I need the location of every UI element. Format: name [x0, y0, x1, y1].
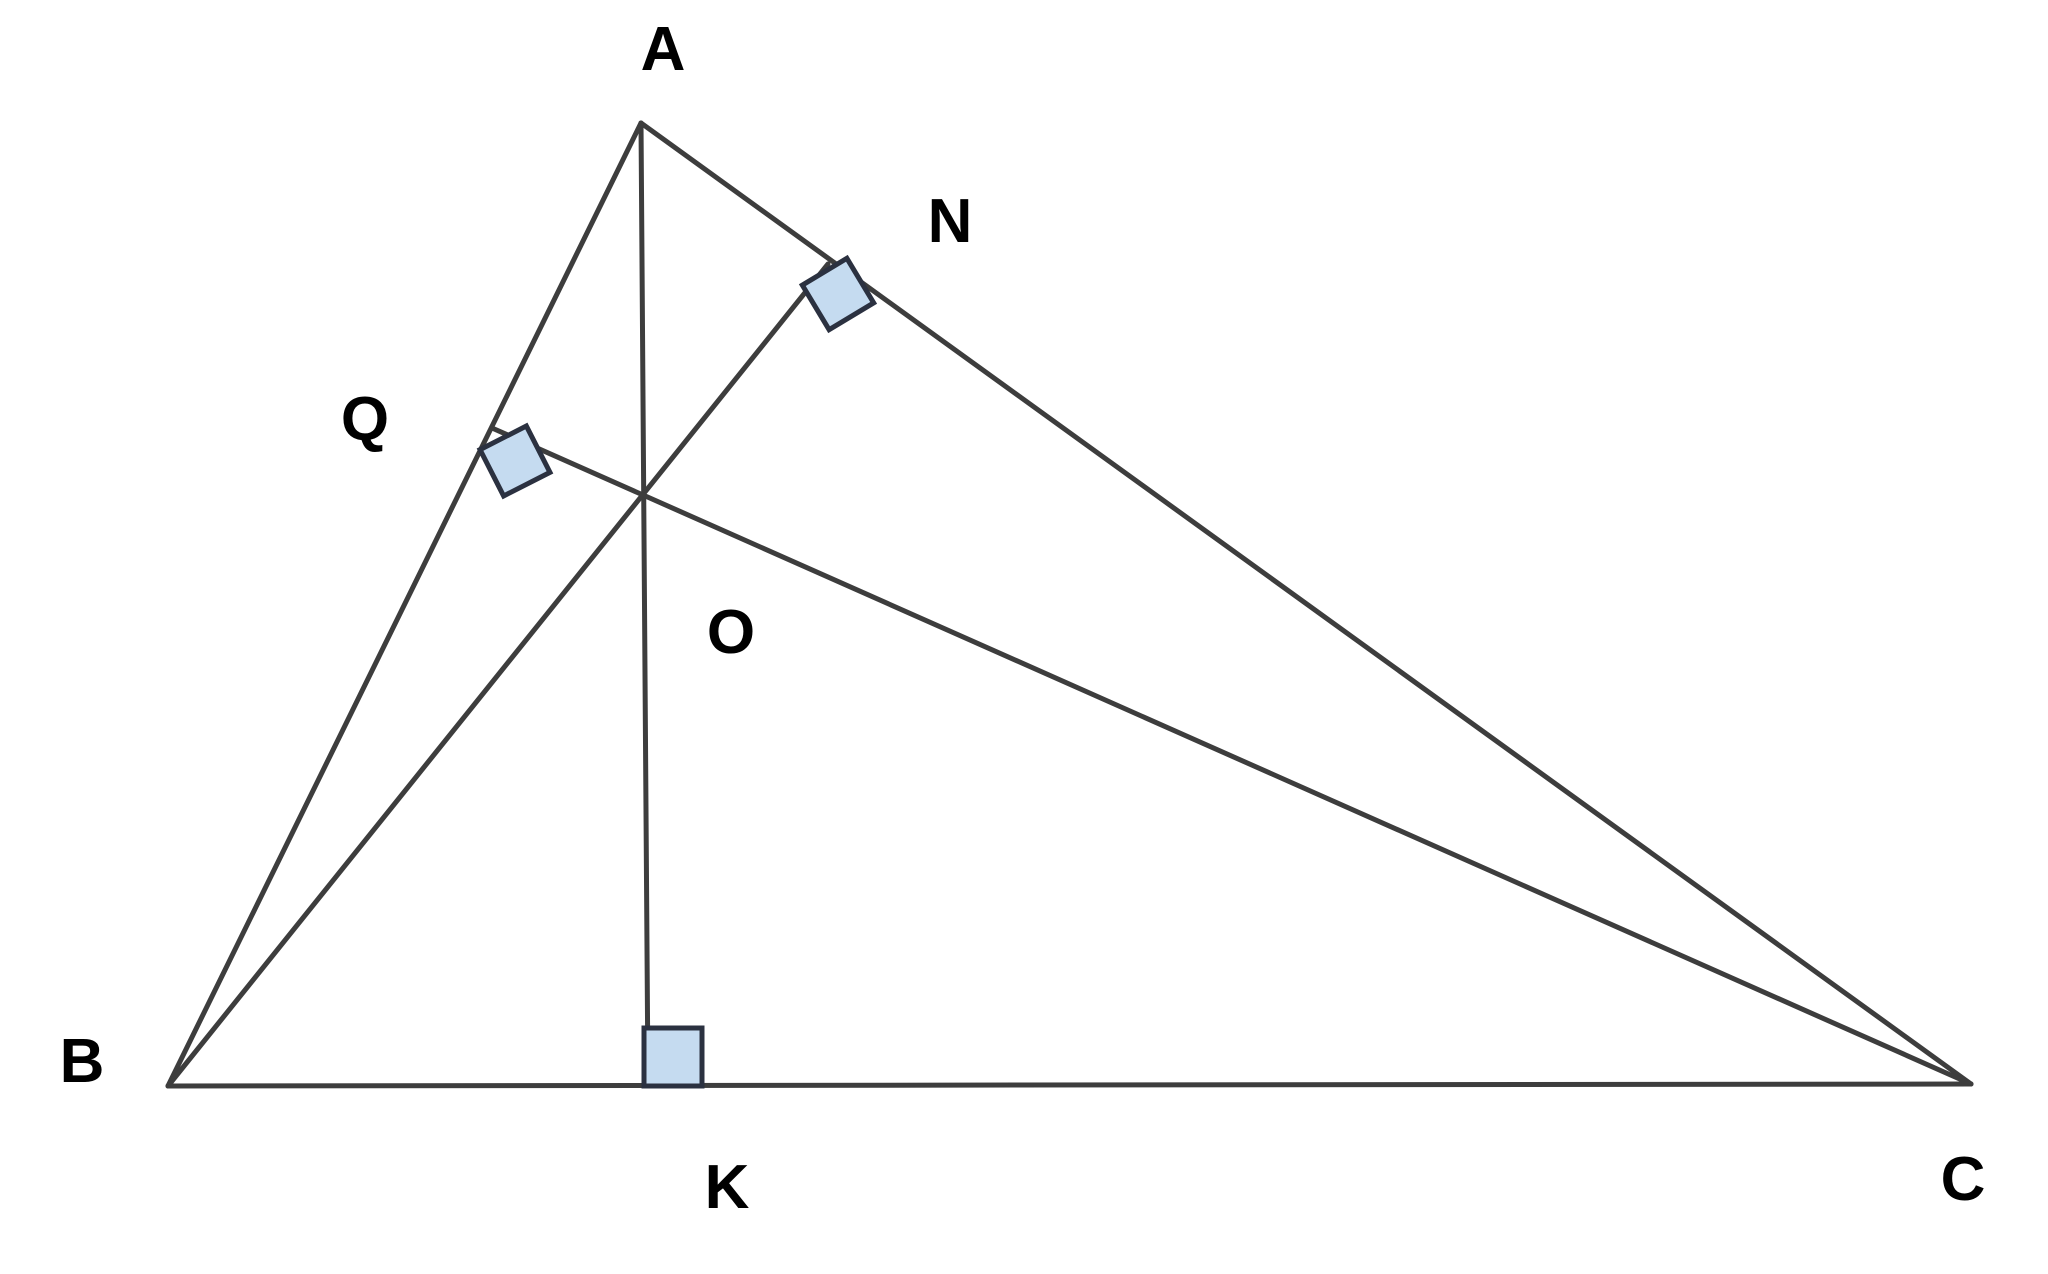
- vertex-label-a: A: [640, 15, 686, 84]
- right-angle-layer: [476, 254, 878, 1089]
- vertex-label-n: N: [927, 187, 973, 256]
- segment-ab: [165, 120, 644, 1089]
- segment-bc: [165, 1081, 1974, 1089]
- segment-altitude-bn: [165, 261, 831, 1089]
- vertex-label-k: K: [704, 1153, 750, 1222]
- segment-altitude-ak: [638, 120, 651, 1089]
- vertex-label-b: B: [59, 1027, 105, 1096]
- vertex-label-o: O: [706, 598, 756, 667]
- segment-altitude-cq: [489, 425, 1974, 1087]
- right-angle-at-k: [641, 1025, 705, 1089]
- vertex-label-q: Q: [340, 385, 390, 454]
- right-angle-at-q: [476, 422, 554, 500]
- right-angle-at-n: [798, 254, 878, 334]
- segment-layer: [165, 120, 1974, 1089]
- vertex-label-c: C: [1940, 1145, 1986, 1214]
